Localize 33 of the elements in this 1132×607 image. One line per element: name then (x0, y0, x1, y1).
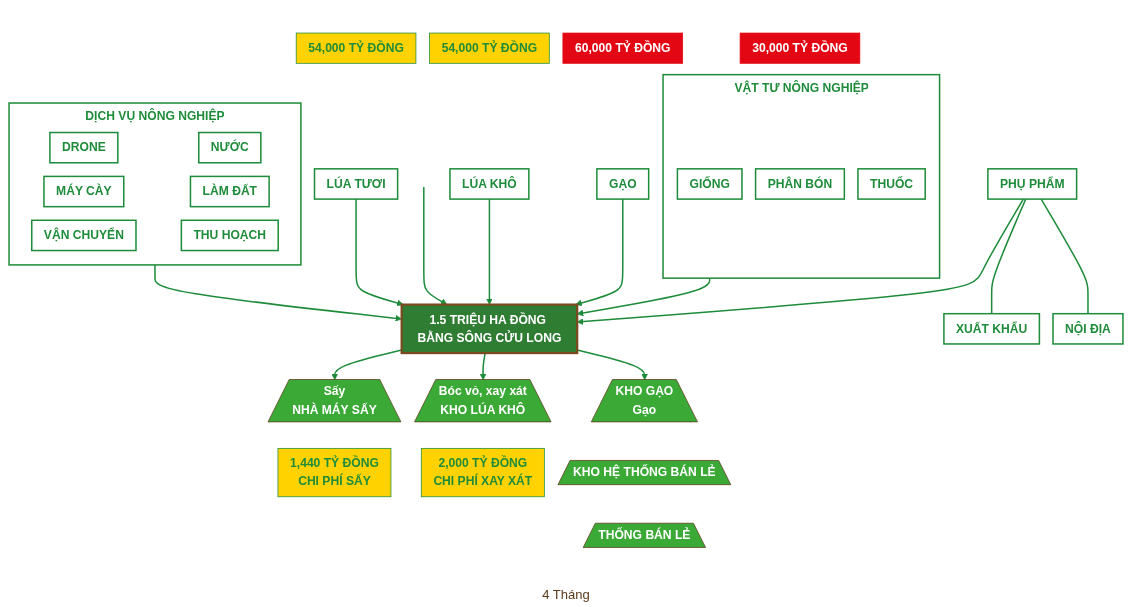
node-box: THUỐC (857, 167, 926, 200)
node-box: VẬN CHUYỂN (31, 219, 137, 252)
connector (990, 198, 1027, 315)
node-box: 30,000 TỶ ĐỒNG (739, 32, 861, 64)
node-box: 60,000 TỶ ĐỒNG (562, 32, 683, 64)
node-box: GẠO (596, 167, 650, 200)
arrow (154, 263, 402, 322)
node-box: PHỤ PHẨM (987, 167, 1078, 200)
node-box: LÚA TƯƠI (313, 167, 399, 200)
arrow (479, 352, 487, 380)
node-box: DRONE (49, 131, 119, 164)
node-box: LÚA KHÔ (449, 167, 530, 200)
node-box: 1.5 TRIỆU HA ĐỒNG BẰNG SÔNG CỬU LONG (400, 303, 579, 354)
node-box: GIỐNG (676, 167, 743, 200)
node-box: MÁY CÀY (43, 175, 125, 208)
node-box: 2,000 TỶ ĐỒNG CHI PHÍ XAY XÁT (420, 447, 545, 497)
arrow (423, 186, 448, 305)
connector (1040, 198, 1089, 315)
node-box: 54,000 TỶ ĐỒNG (295, 32, 417, 64)
note-text: 4 Tháng (542, 587, 590, 602)
node-box: NỘI ĐỊA (1052, 312, 1124, 345)
arrow (575, 198, 624, 306)
arrow (486, 198, 493, 305)
arrow (576, 198, 1025, 325)
node-box: PHÂN BÓN (754, 167, 846, 200)
node-box: XUẤT KHẨU (943, 312, 1041, 345)
node-box: THU HOẠCH (180, 219, 279, 252)
node-box: NƯỚC (198, 131, 262, 164)
node-box: LÀM ĐẤT (189, 175, 270, 208)
arrow (355, 198, 404, 306)
node-box: 1,440 TỶ ĐỒNG CHI PHÍ SẤY (277, 447, 392, 497)
node-box: 54,000 TỶ ĐỒNG (429, 32, 550, 64)
arrow (576, 349, 648, 380)
